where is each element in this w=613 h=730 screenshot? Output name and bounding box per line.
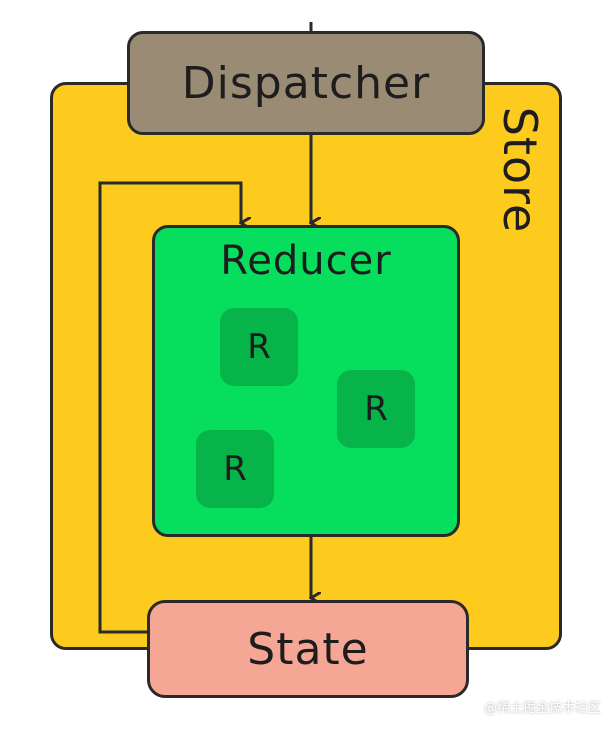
reducer-item: R (220, 308, 298, 386)
watermark: @稀土掘金技术社区 (483, 701, 601, 716)
state-box: State (147, 600, 469, 698)
reducer-label: Reducer (220, 238, 392, 284)
reducer-item: R (196, 430, 274, 508)
reducer-item-label: R (364, 389, 388, 429)
reducer-item-label: R (247, 327, 271, 367)
arrow-state-feedback-to-reducer (98, 181, 241, 634)
state-label: State (247, 623, 369, 675)
dispatcher-label: Dispatcher (181, 57, 431, 109)
dispatcher-box: Dispatcher (127, 31, 485, 135)
reducer-item-label: R (223, 449, 247, 489)
reducer-item: R (337, 370, 415, 448)
